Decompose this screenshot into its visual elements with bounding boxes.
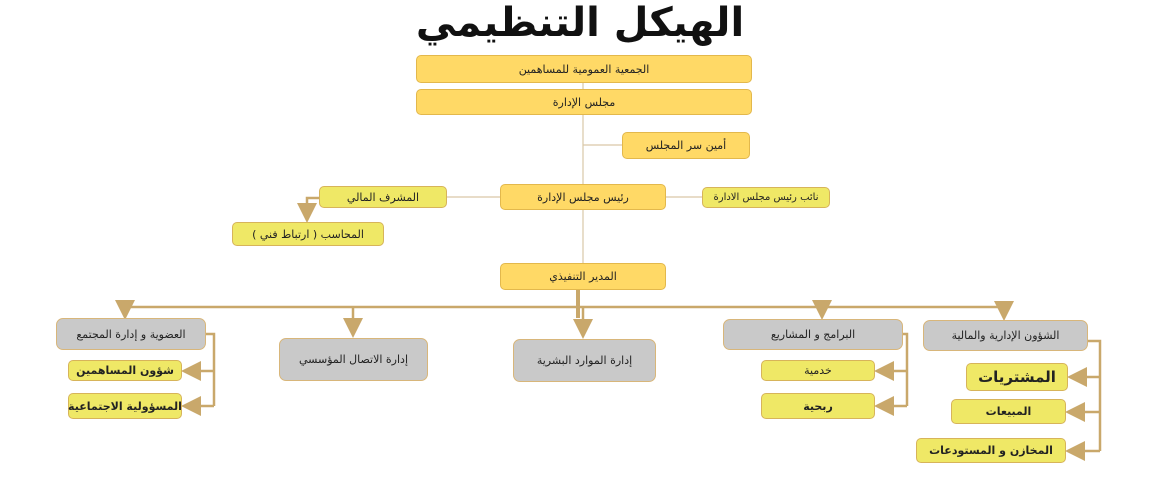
page-title: الهيكل التنظيمي	[415, 0, 745, 46]
node-accountant[interactable]: المحاسب ( ارتباط فني )	[232, 222, 384, 246]
node-sales[interactable]: المبيعات	[951, 399, 1066, 424]
node-shareholders-affairs[interactable]: شؤون المساهمين	[68, 360, 182, 381]
node-executive-director[interactable]: المدير التنفيذي	[500, 263, 666, 290]
node-chairman[interactable]: رئيس مجلس الإدارة	[500, 184, 666, 210]
node-admin-finance[interactable]: الشؤون الإدارية والمالية	[923, 320, 1088, 351]
node-social-responsibility[interactable]: المسؤولية الاجتماعية	[68, 393, 182, 419]
node-programs[interactable]: البرامج و المشاريع	[723, 319, 903, 350]
node-warehouses[interactable]: المخازن و المستودعات	[916, 438, 1066, 463]
node-vice-chairman[interactable]: نائب رئيس مجلس الادارة	[702, 187, 830, 208]
node-secretary[interactable]: أمين سر المجلس	[622, 132, 750, 159]
node-service[interactable]: خدمية	[761, 360, 875, 381]
node-communication[interactable]: إدارة الاتصال المؤسسي	[279, 338, 428, 381]
node-financial-supervisor[interactable]: المشرف المالي	[319, 186, 447, 208]
node-purchases[interactable]: المشتريات	[966, 363, 1068, 391]
node-membership[interactable]: العضوية و إدارة المجتمع	[56, 318, 206, 350]
node-board[interactable]: مجلس الإدارة	[416, 89, 752, 115]
node-profit[interactable]: ربحية	[761, 393, 875, 419]
node-general-assembly[interactable]: الجمعية العمومية للمساهمين	[416, 55, 752, 83]
node-hr[interactable]: إدارة الموارد البشرية	[513, 339, 656, 382]
